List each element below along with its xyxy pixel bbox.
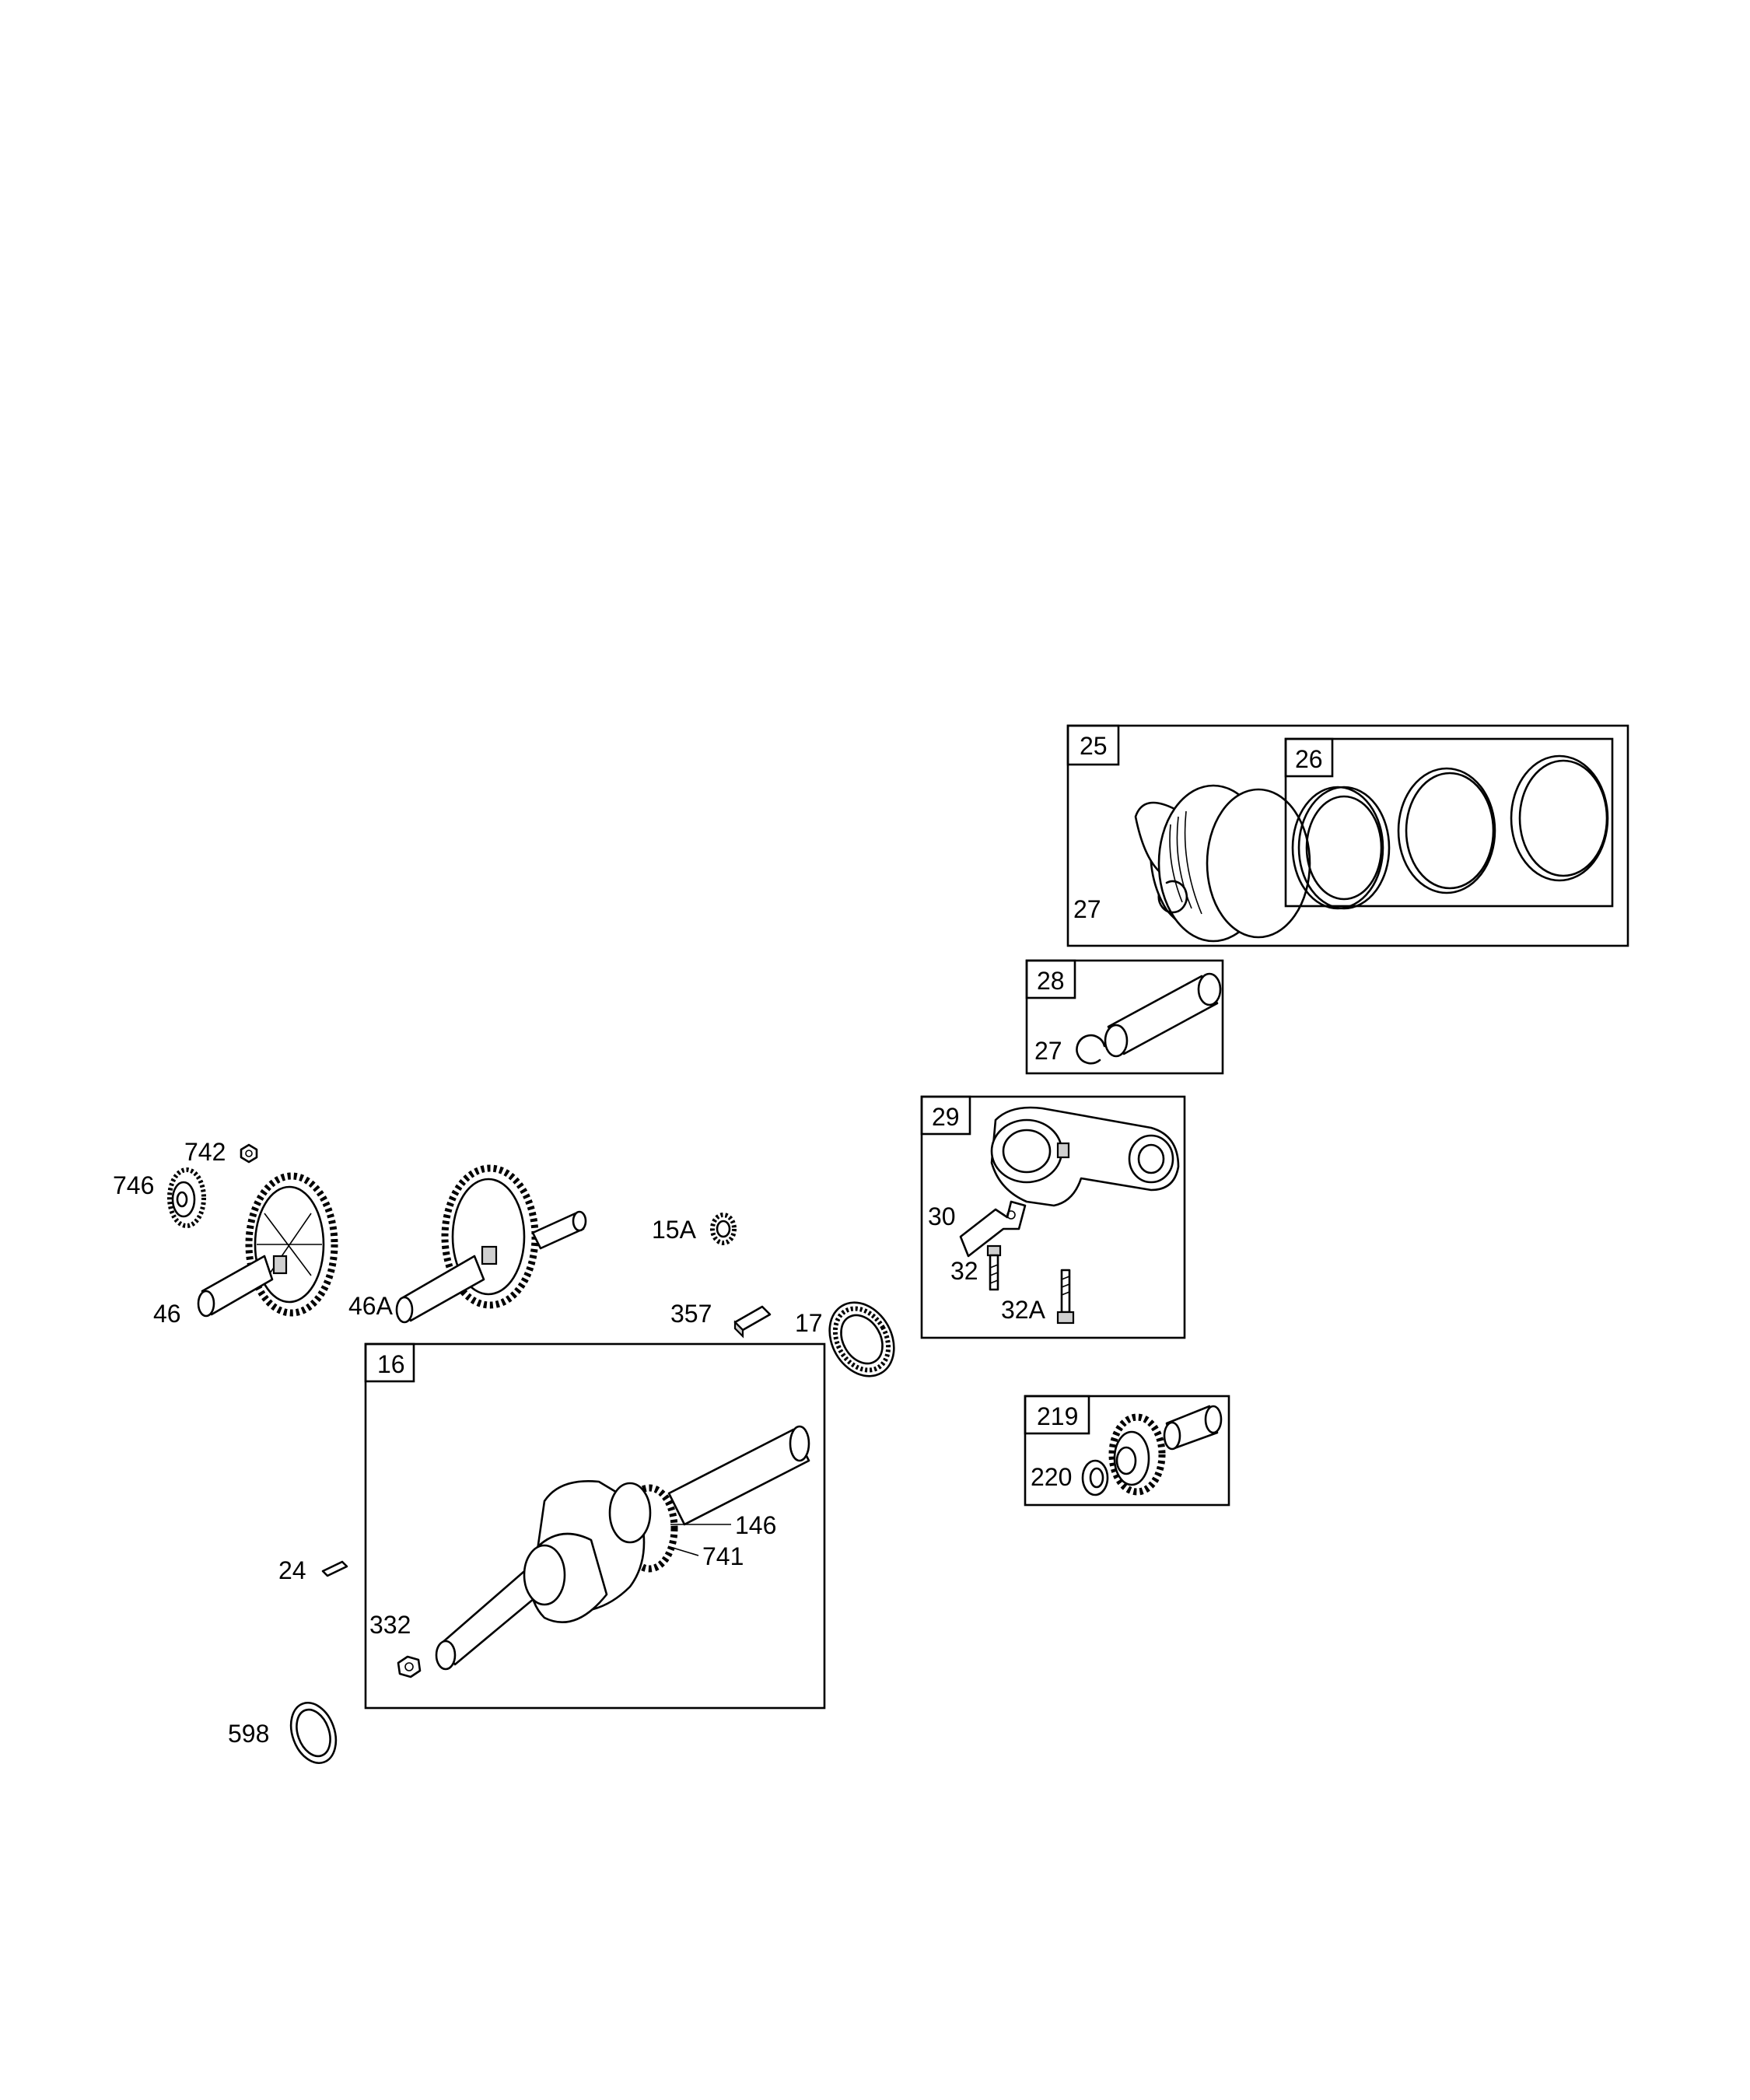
part-32-label: 32 bbox=[950, 1257, 978, 1285]
part-742-label: 742 bbox=[184, 1138, 226, 1166]
group-219-tag bbox=[1024, 1395, 1090, 1435]
part-15a-label: 15A bbox=[652, 1216, 697, 1244]
key-357[interactable] bbox=[733, 1305, 772, 1339]
group-29-tag bbox=[920, 1095, 971, 1136]
group-26-tag bbox=[1284, 737, 1334, 778]
group-28-frame bbox=[1025, 959, 1224, 1075]
part-357-label: 357 bbox=[670, 1300, 712, 1328]
piston-ring-3[interactable] bbox=[1510, 754, 1609, 882]
piston-ring-2[interactable] bbox=[1397, 767, 1496, 894]
group-26-label: 26 bbox=[1295, 745, 1323, 773]
crankshaft-part[interactable] bbox=[435, 1425, 810, 1671]
part-46-label: 46 bbox=[153, 1300, 181, 1328]
key-24[interactable] bbox=[321, 1560, 348, 1577]
group-25-frame bbox=[1066, 724, 1629, 947]
camshaft-46a[interactable] bbox=[395, 1164, 587, 1324]
group-16-frame bbox=[364, 1342, 826, 1710]
retaining-clip-27a[interactable] bbox=[1157, 880, 1188, 914]
group-25-label: 25 bbox=[1080, 732, 1108, 760]
part-332-label: 332 bbox=[369, 1611, 411, 1639]
camshaft-area: 742 746 46 46A bbox=[113, 1138, 907, 1388]
gear-746[interactable] bbox=[167, 1167, 206, 1228]
group-28-tag bbox=[1025, 959, 1076, 999]
part-746-label: 746 bbox=[113, 1171, 154, 1199]
bearing-17[interactable] bbox=[817, 1291, 907, 1388]
group-219-balance-gear: 219 220 bbox=[1024, 1395, 1230, 1507]
retaining-clip-27b[interactable] bbox=[1076, 1034, 1106, 1065]
piston-ring-1[interactable] bbox=[1291, 786, 1391, 910]
group-219-frame bbox=[1024, 1395, 1230, 1507]
rod-bolt-32[interactable] bbox=[986, 1244, 1002, 1291]
rod-bolt-32a[interactable] bbox=[1056, 1269, 1075, 1325]
dipper-part-30[interactable] bbox=[959, 1200, 1027, 1258]
part-598-label: 598 bbox=[228, 1720, 269, 1748]
leader-741 bbox=[672, 1547, 699, 1556]
group-26-rings: 26 bbox=[1284, 737, 1614, 910]
wrist-pin-part[interactable] bbox=[1104, 972, 1222, 1058]
group-29-frame bbox=[920, 1095, 1186, 1339]
connecting-rod-part[interactable] bbox=[990, 1106, 1180, 1207]
group-25-tag bbox=[1066, 724, 1120, 766]
nut-332[interactable] bbox=[397, 1655, 422, 1678]
part-32a-label: 32A bbox=[1001, 1296, 1046, 1324]
group-25-piston: 25 27 26 bbox=[1066, 724, 1629, 947]
group-16-tag bbox=[364, 1342, 415, 1383]
part-146-label: 146 bbox=[735, 1511, 776, 1539]
part-27a-label: 27 bbox=[1073, 895, 1101, 923]
group-26-frame bbox=[1284, 737, 1614, 908]
group-28-label: 28 bbox=[1037, 967, 1065, 995]
group-29-connecting-rod: 29 30 32 32A bbox=[920, 1095, 1186, 1339]
washer-220[interactable] bbox=[1081, 1459, 1109, 1496]
piston-part[interactable] bbox=[1134, 784, 1311, 943]
part-17-label: 17 bbox=[795, 1309, 823, 1337]
part-30-label: 30 bbox=[928, 1202, 956, 1230]
part-741-label: 741 bbox=[702, 1542, 744, 1570]
group-28-wrist-pin: 28 27 bbox=[1025, 959, 1224, 1075]
group-29-label: 29 bbox=[932, 1103, 960, 1131]
part-220-label: 220 bbox=[1031, 1463, 1072, 1491]
group-16-label: 16 bbox=[377, 1350, 405, 1378]
spring-15a[interactable] bbox=[710, 1213, 737, 1245]
nut-742[interactable] bbox=[240, 1143, 258, 1164]
part-46a-label: 46A bbox=[348, 1292, 394, 1320]
group-219-label: 219 bbox=[1037, 1402, 1078, 1430]
balance-gear-part[interactable] bbox=[1108, 1405, 1223, 1496]
part-27b-label: 27 bbox=[1034, 1037, 1062, 1065]
camshaft-46[interactable] bbox=[197, 1172, 338, 1318]
part-24-label: 24 bbox=[278, 1556, 306, 1584]
washer-598[interactable] bbox=[283, 1696, 344, 1769]
group-16-crankshaft: 16 146 741 332 bbox=[364, 1342, 826, 1710]
